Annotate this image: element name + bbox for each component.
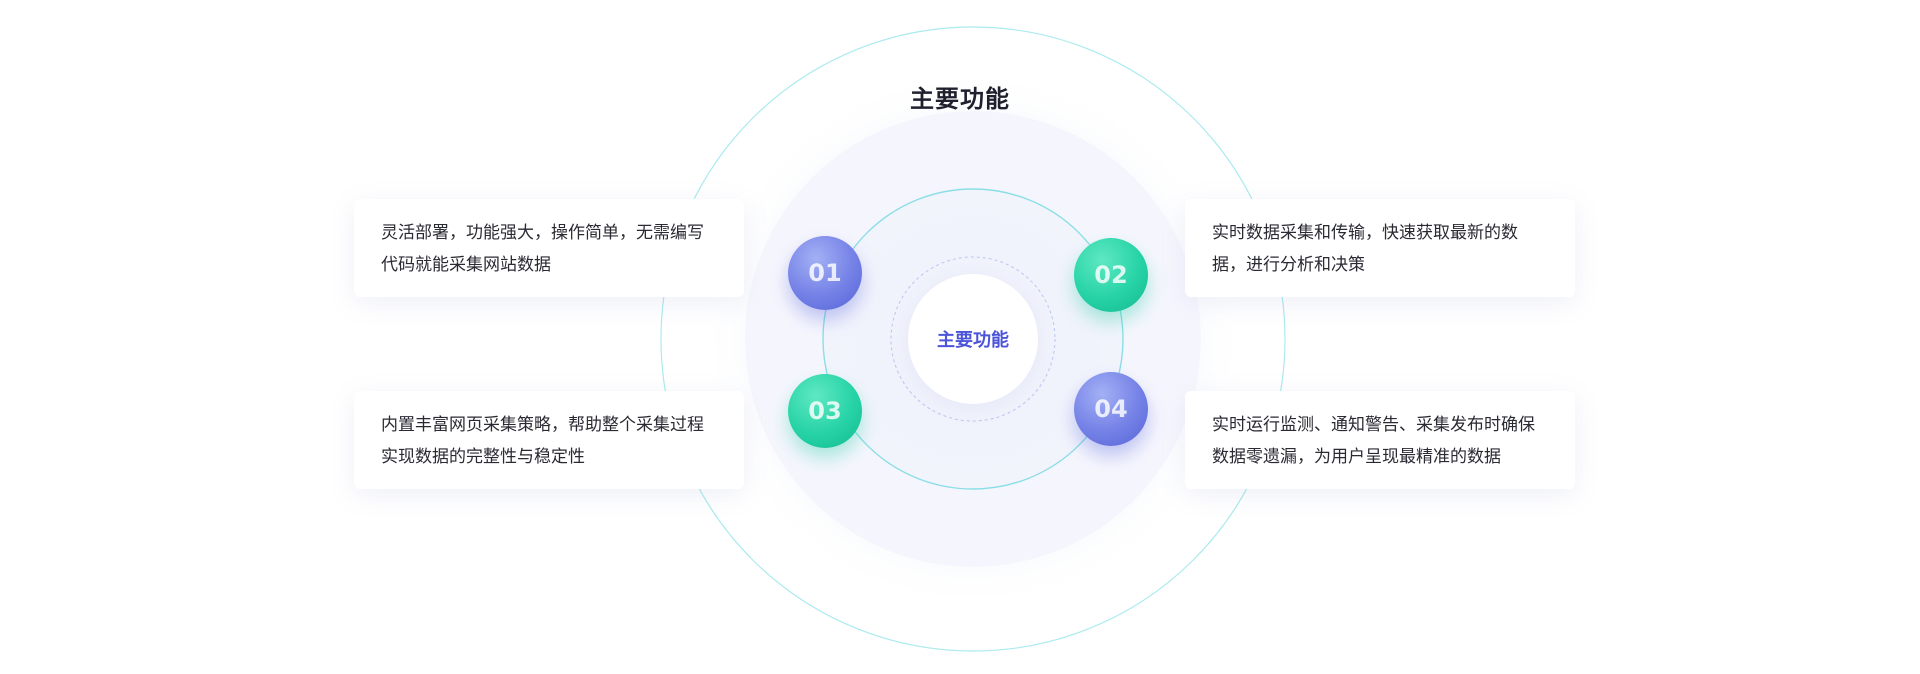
feature-number-badge-04: 04 bbox=[1074, 372, 1148, 446]
feature-card-04: 实时运行监测、通知警告、采集发布时确保数据零遗漏，为用户呈现最精准的数据 bbox=[1185, 391, 1575, 489]
feature-card-text: 内置丰富网页采集策略，帮助整个采集过程实现数据的完整性与稳定性 bbox=[381, 415, 704, 467]
feature-card-03: 内置丰富网页采集策略，帮助整个采集过程实现数据的完整性与稳定性 bbox=[354, 391, 744, 489]
feature-card-01: 灵活部署，功能强大，操作简单，无需编写代码就能采集网站数据 bbox=[354, 199, 744, 297]
feature-card-text: 实时运行监测、通知警告、采集发布时确保数据零遗漏，为用户呈现最精准的数据 bbox=[1212, 415, 1535, 467]
center-label: 主要功能 bbox=[908, 274, 1038, 404]
feature-card-text: 实时数据采集和传输，快速获取最新的数据，进行分析和决策 bbox=[1212, 223, 1518, 275]
feature-number-badge-01: 01 bbox=[788, 236, 862, 310]
section-title: 主要功能 bbox=[910, 84, 1010, 113]
feature-card-text: 灵活部署，功能强大，操作简单，无需编写代码就能采集网站数据 bbox=[381, 223, 704, 275]
feature-card-02: 实时数据采集和传输，快速获取最新的数据，进行分析和决策 bbox=[1185, 199, 1575, 297]
feature-number-badge-02: 02 bbox=[1074, 238, 1148, 312]
feature-number-badge-03: 03 bbox=[788, 374, 862, 448]
